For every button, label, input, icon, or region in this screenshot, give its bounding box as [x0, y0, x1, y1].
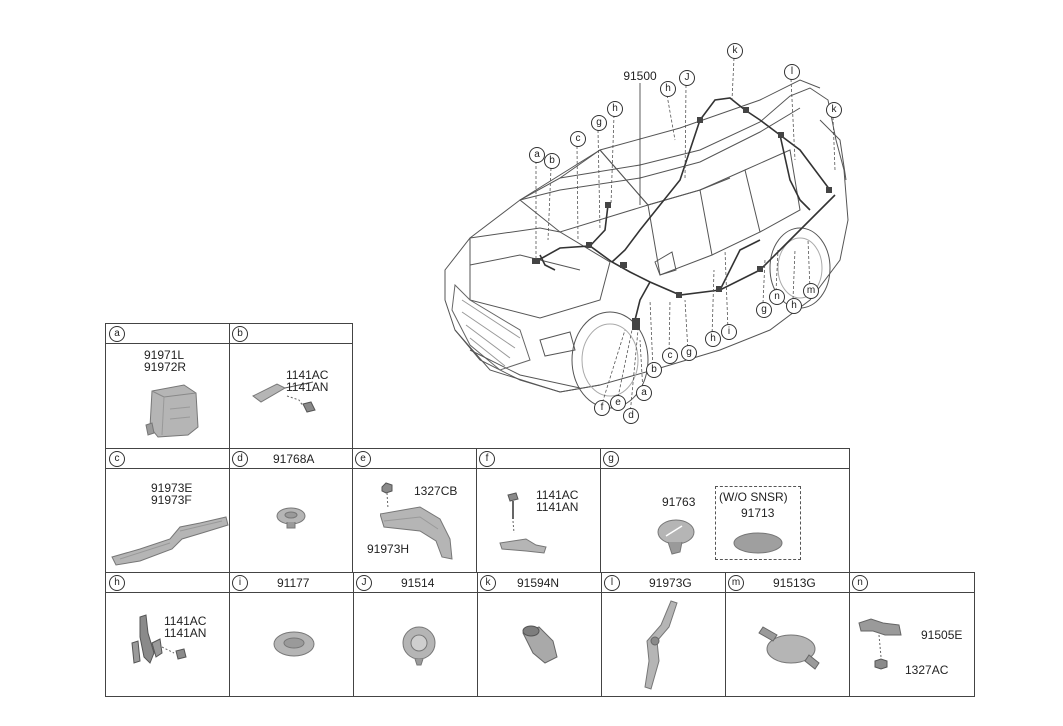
cell-letter: n	[852, 575, 868, 591]
part-number: 91594N	[517, 576, 560, 590]
cell-letter: d	[232, 451, 248, 467]
cell-letter: m	[728, 575, 744, 591]
parts-table-row3: h 1141AC 1141AN i 91177 J 91514 k 91594N	[105, 572, 975, 697]
callout-b: b	[544, 153, 560, 169]
connector-bracket-part	[131, 614, 187, 664]
bracket-nut-part	[858, 618, 902, 670]
callout-l: l	[784, 64, 800, 80]
callout-c: c	[570, 131, 586, 147]
part-number: 91973H	[367, 542, 410, 556]
callout-d: d	[623, 408, 639, 424]
grommet-part	[657, 519, 695, 555]
part-number: 91713	[741, 506, 775, 520]
cell-letter: J	[356, 575, 372, 591]
without-sensor-box	[715, 486, 801, 560]
cell-letter: k	[480, 575, 496, 591]
callout-a: a	[529, 147, 545, 163]
grommet-part	[758, 626, 820, 670]
cell-letter: c	[109, 451, 125, 467]
callout-k: k	[826, 102, 842, 118]
callout-g: g	[681, 345, 697, 361]
grommet-part	[522, 625, 558, 664]
callout-h: h	[607, 101, 623, 117]
bolt-clip-part	[499, 492, 547, 554]
part-number: 91505E	[921, 628, 963, 642]
cell-d: d 91768A	[229, 448, 353, 573]
cell-letter: h	[109, 575, 125, 591]
protector-part	[644, 600, 678, 690]
callout-h: h	[786, 298, 802, 314]
part-number: 1141AN	[286, 380, 329, 394]
cell-h: h 1141AC 1141AN	[105, 572, 230, 697]
callout-g: g	[591, 115, 607, 131]
cell-a: a 91971L 91972R	[105, 323, 230, 449]
cell-g: g 91763 (W/O SNSR) 91713	[600, 448, 850, 573]
part-number: 1141AN	[164, 626, 207, 640]
part-number: 91763	[662, 495, 696, 509]
protector-part	[111, 516, 229, 566]
cell-letter: b	[232, 326, 248, 342]
callout-m: m	[803, 283, 819, 299]
cell-i: i 91177	[229, 572, 354, 697]
part-number: 91768A	[273, 452, 315, 466]
callout-n: n	[769, 289, 785, 305]
part-number: 91973F	[151, 493, 192, 507]
cell-letter: i	[232, 575, 248, 591]
grommet-part	[402, 626, 436, 666]
callout-i: i	[721, 324, 737, 340]
part-number: 1141AC	[286, 368, 329, 382]
callout-h: h	[660, 81, 676, 97]
cell-m: m 91513G	[725, 572, 850, 697]
part-number: 1141AC	[536, 488, 579, 502]
cell-e: e 1327CB 91973H	[352, 448, 477, 573]
part-number: 91973E	[151, 481, 193, 495]
nut-bracket-part	[380, 482, 453, 560]
cell-k: k 91594N	[477, 572, 602, 697]
grommet-part	[276, 507, 306, 529]
callout-e: e	[610, 395, 626, 411]
module-bracket-part	[145, 384, 199, 438]
callout-h: h	[705, 331, 721, 347]
part-number: 91514	[401, 576, 435, 590]
part-number: 1327AC	[905, 663, 949, 677]
part-number: 91973G	[649, 576, 692, 590]
part-number: 91513G	[773, 576, 816, 590]
part-number: 91972R	[144, 360, 187, 374]
part-number: 91971L	[144, 348, 185, 362]
part-number: 91177	[277, 576, 310, 590]
part-number: 1327CB	[414, 484, 458, 498]
part-number: 1141AN	[536, 500, 579, 514]
grommet-part	[273, 631, 315, 657]
cell-c: c 91973E 91973F	[105, 448, 230, 573]
cell-n: n 91505E 1327AC	[849, 572, 975, 697]
cell-f: f 1141AC 1141AN	[476, 448, 601, 573]
cell-b: b 1141AC 1141AN	[229, 323, 353, 449]
cell-letter: a	[109, 326, 125, 342]
option-note: (W/O SNSR)	[719, 490, 788, 504]
cell-letter: e	[355, 451, 371, 467]
cell-letter: f	[479, 451, 495, 467]
cell-j: J 91514	[353, 572, 478, 697]
callout-c: c	[662, 348, 678, 364]
callout-f: f	[594, 400, 610, 416]
callout-k: k	[727, 43, 743, 59]
vehicle-wiring-illustration: 91500	[444, 57, 849, 416]
main-harness-label: 91500	[623, 69, 657, 83]
parts-table: a 91971L 91972R b 1141AC 1141AN c 91973E…	[105, 323, 850, 573]
cell-letter: g	[603, 451, 619, 467]
cell-letter: l	[604, 575, 620, 591]
cell-l: l 91973G	[601, 572, 726, 697]
bolt-bracket-part	[252, 381, 316, 413]
callout-a: a	[636, 385, 652, 401]
plug-part	[733, 532, 783, 554]
callout-g: g	[756, 302, 772, 318]
callout-b: b	[646, 362, 662, 378]
callout-j: J	[679, 70, 695, 86]
part-number: 1141AC	[164, 614, 207, 628]
